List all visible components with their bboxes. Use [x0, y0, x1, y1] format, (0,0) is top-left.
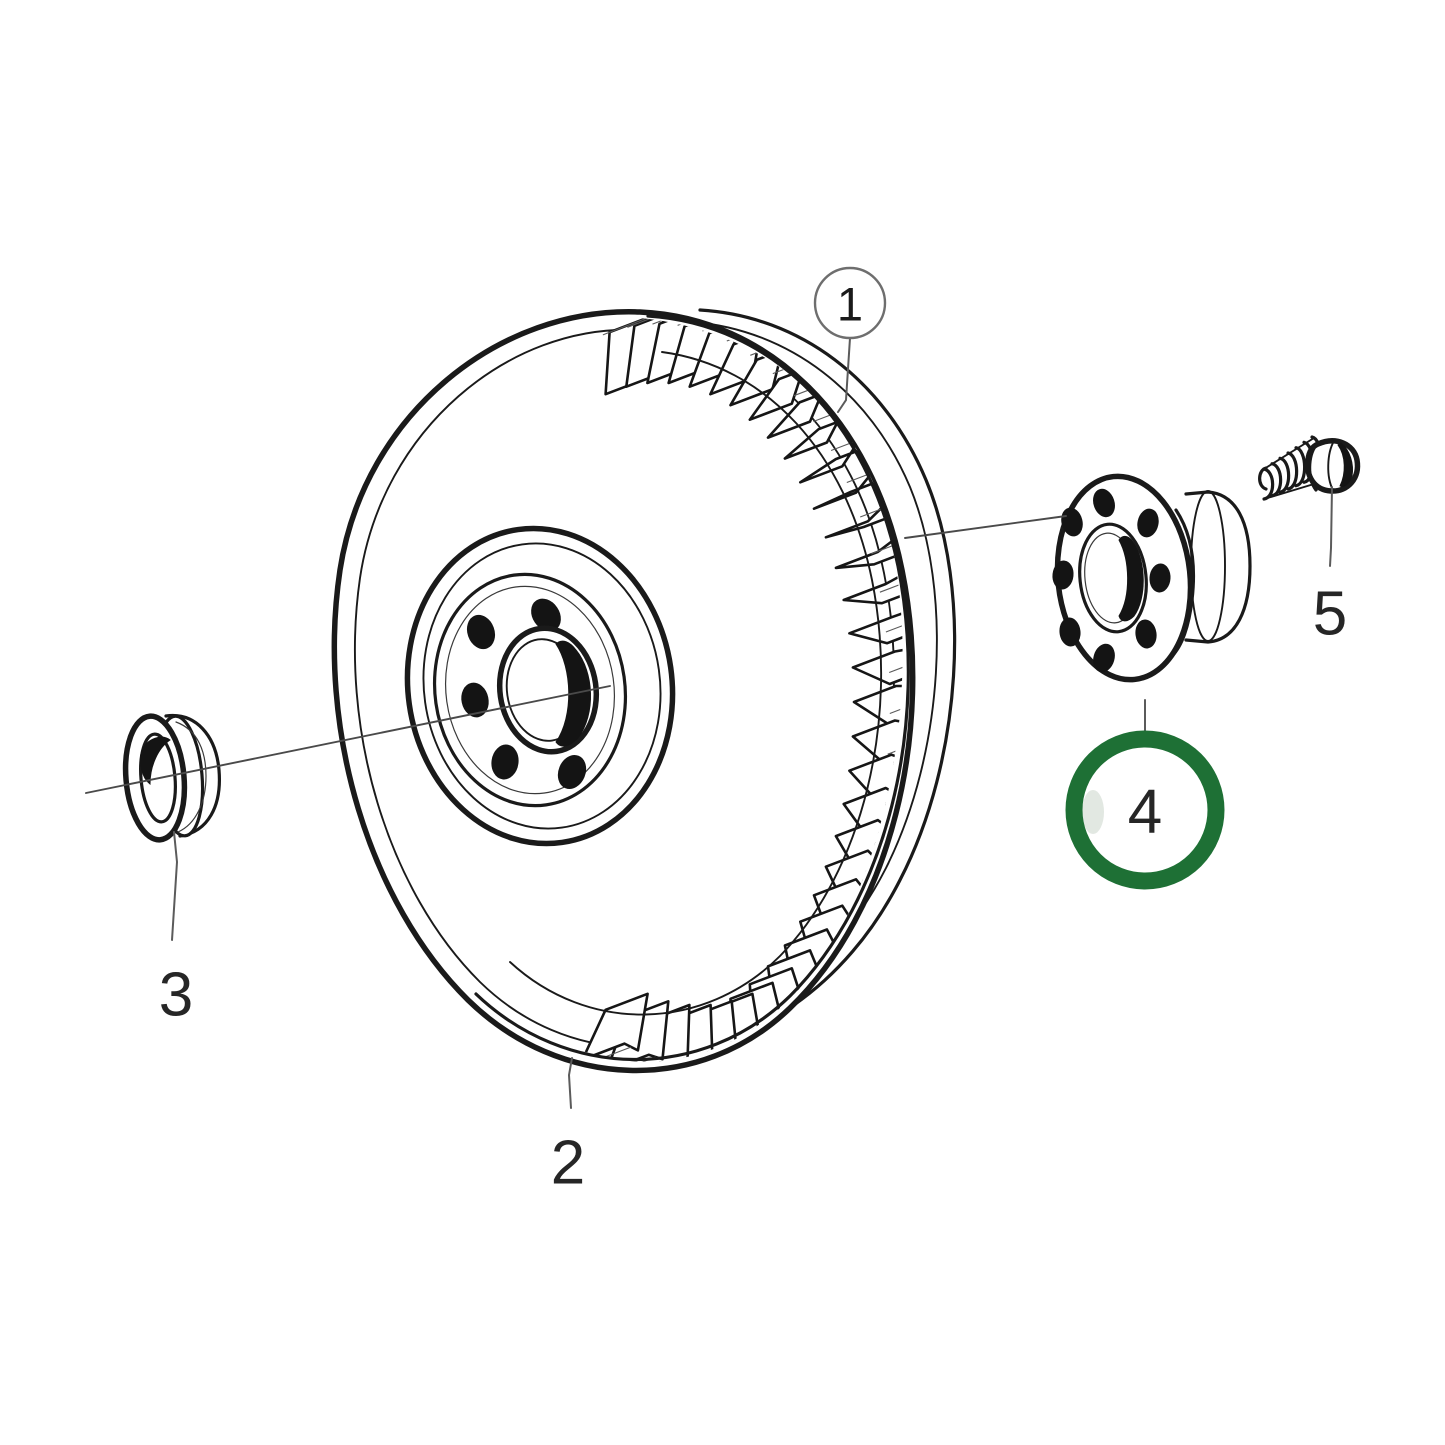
ring-gear-tooth-crest [889, 655, 903, 674]
callout-2-label: 2 [551, 1129, 585, 1198]
bolt-thread-turn [1286, 451, 1299, 491]
highlight-ring[interactable] [1065, 730, 1225, 890]
flywheel-front-face-outline [331, 309, 916, 1074]
flange-thickness-edge [1170, 508, 1196, 658]
ring-gear-inner-arc [509, 351, 883, 1016]
flywheel-assembly [331, 308, 957, 1074]
leader-2 [567, 1057, 573, 1109]
bolt-head-shadow [1337, 442, 1353, 488]
flange-hub-part [1052, 473, 1252, 683]
ring-gear-tooth [848, 603, 903, 645]
hub-bolt-holes [461, 598, 587, 789]
bushing-wall-line [175, 721, 207, 833]
axis-hub-to-flange [904, 515, 1067, 539]
callout-4-label: 4 [1128, 778, 1162, 847]
hub-outer-boss-outline [404, 525, 676, 847]
pilot-bushing-part [122, 713, 221, 843]
ring-gear-tooth-crest [652, 318, 695, 325]
bushing-bore-shadow [139, 736, 171, 786]
bolt-shank-bottom-edge [1263, 483, 1315, 500]
bolt-thread-turn [1270, 462, 1283, 498]
callout-3[interactable]: 3 [159, 961, 193, 1030]
ring-gear-outer-arc [474, 314, 910, 1062]
ring-gear-tooth-crest [887, 737, 903, 755]
assembly-axis-lines [85, 515, 1067, 794]
bushing-bore-outline [139, 732, 177, 824]
bolt-shank-top-edge [1263, 437, 1315, 470]
flange-center-bore-outline [1078, 522, 1148, 634]
ring-gear-tooth-crest [627, 318, 670, 328]
callout-3-label: 3 [159, 961, 193, 1030]
ring-gear-tooth [842, 564, 903, 605]
callout-1[interactable]: 1 [813, 266, 887, 340]
callout-1-label: 1 [837, 278, 863, 331]
bolt-head-collar [1308, 443, 1318, 492]
hub-center-bore-collar-outline [496, 625, 600, 755]
callout-5[interactable]: 5 [1313, 580, 1347, 649]
callout-leader-lines [171, 337, 1333, 1109]
flange-bolt-holes [1052, 488, 1171, 673]
leader-5 [1329, 486, 1333, 567]
bolt-thread-turn [1278, 456, 1291, 494]
bolt-thread-turn [1294, 446, 1307, 488]
callout-5-label: 5 [1313, 580, 1347, 649]
flywheel-center-hub [404, 525, 676, 847]
bushing-front-flange-outline [122, 713, 188, 843]
ring-gear-tooth-crest [602, 318, 645, 336]
ring-gear-tooth-crest [889, 696, 903, 715]
callout-4-highlighted[interactable]: 4 [1065, 730, 1225, 890]
ring-gear-tooth [851, 643, 903, 686]
flange-boss [1178, 492, 1250, 642]
callout-2[interactable]: 2 [551, 1129, 585, 1198]
callout-1-circle[interactable] [813, 266, 887, 340]
leader-1 [837, 337, 851, 413]
flange-boss-outline [1184, 490, 1252, 644]
leader-3 [171, 831, 179, 941]
bushing-body-outline [164, 714, 221, 838]
bolt-part [1257, 435, 1361, 501]
hub-outer-boss-inner [422, 542, 662, 830]
highlight-smudge [1082, 790, 1104, 834]
ring-gear-tooth [581, 992, 649, 1061]
ring-gear-tooth-crest [885, 615, 903, 633]
hub-mid-plate-outline [432, 572, 628, 808]
flange-bore-shadow [1118, 535, 1144, 622]
hub-mid-plate-inner [444, 585, 616, 795]
axis-bushing-to-hub [85, 685, 611, 794]
